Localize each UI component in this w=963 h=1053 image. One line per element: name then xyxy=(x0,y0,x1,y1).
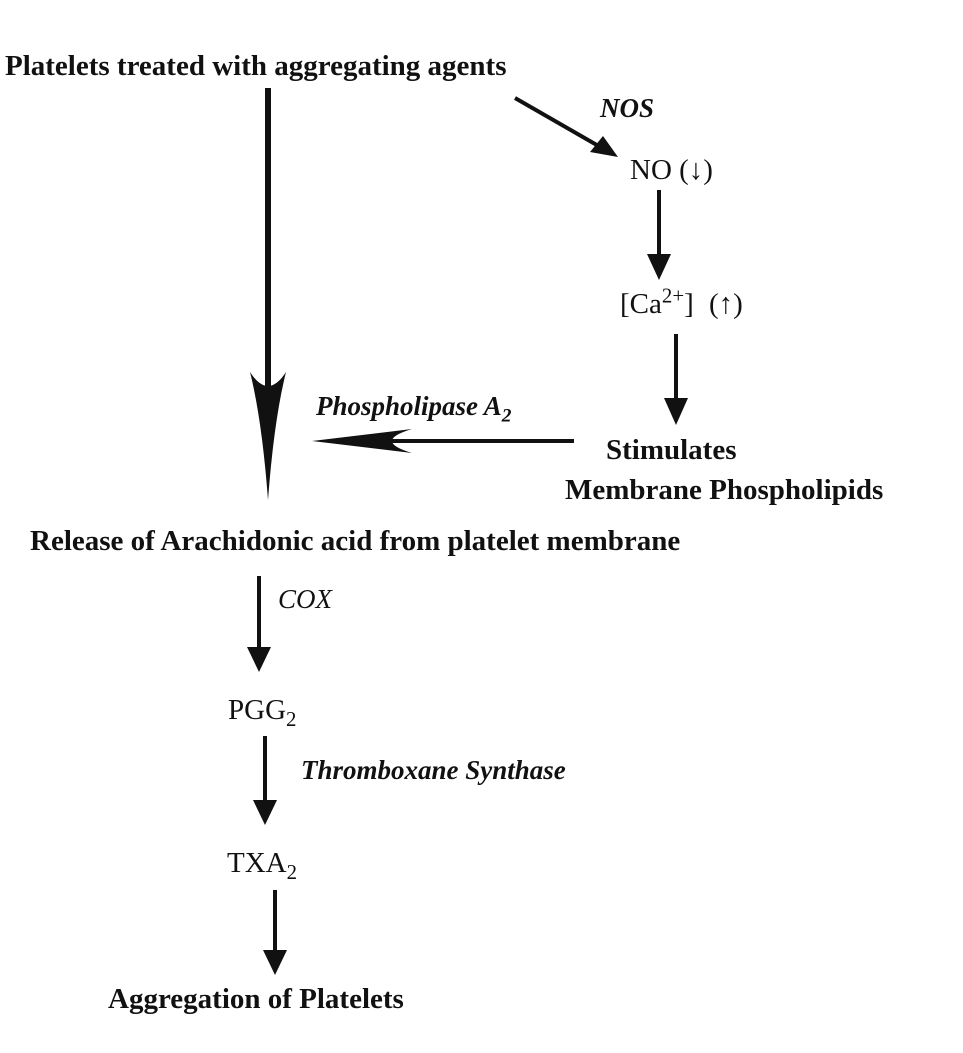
pgg2-node: PGG2 xyxy=(228,694,296,730)
txa-to-aggregation-arrow xyxy=(263,890,287,975)
release-node: Release of Arachidonic acid from platele… xyxy=(30,525,681,557)
cox-enzyme-label: COX xyxy=(278,584,332,614)
no-to-ca-arrow xyxy=(647,190,671,280)
start-node: Platelets treated with aggregating agent… xyxy=(5,50,507,82)
calcium-open: [Ca xyxy=(620,288,662,320)
txa2-subscript: 2 xyxy=(286,859,298,884)
calcium-node: [Ca2+] (↑) xyxy=(620,285,743,320)
pgg2-base: PGG xyxy=(228,694,287,726)
txa2-base: TXA xyxy=(227,847,287,879)
main-arrow xyxy=(250,88,286,500)
calcium-charge: 2+ xyxy=(661,283,685,308)
cox-arrow xyxy=(247,576,271,672)
txa2-node: TXA2 xyxy=(227,847,297,883)
membrane-phospholipids-node: Membrane Phospholipids xyxy=(565,474,884,506)
phospholipase-arrow xyxy=(312,429,574,453)
phospholipase-enzyme-label: Phospholipase A2 xyxy=(316,391,512,426)
no-node: NO (↓) xyxy=(630,154,713,186)
stimulates-node: Stimulates xyxy=(606,434,737,466)
phospholipase-subscript: 2 xyxy=(501,405,512,427)
thromboxane-synthase-enzyme-label: Thromboxane Synthase xyxy=(301,755,566,785)
ca-to-stimulates-arrow xyxy=(664,334,688,425)
pgg2-subscript: 2 xyxy=(286,706,297,731)
nos-arrow xyxy=(514,96,618,157)
calcium-close: ] xyxy=(684,288,694,320)
calcium-increase-arrow: (↑) xyxy=(709,288,743,320)
thromboxane-synthase-arrow xyxy=(253,736,277,825)
phospholipase-base: Phospholipase A xyxy=(316,391,502,421)
nos-enzyme-label: NOS xyxy=(600,93,655,123)
aggregation-node: Aggregation of Platelets xyxy=(108,983,404,1015)
